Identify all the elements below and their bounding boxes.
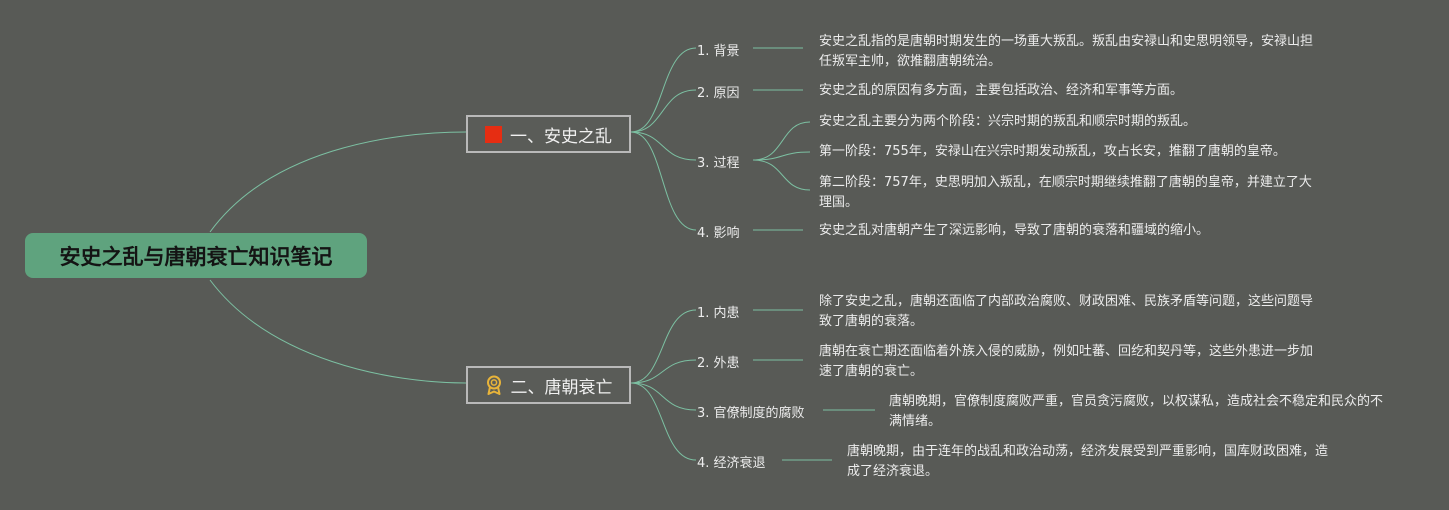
note-process-overview[interactable]: 安史之乱主要分为两个阶段：兴宗时期的叛乱和顺宗时期的叛乱。 <box>819 114 1197 129</box>
note-cause[interactable]: 安史之乱的原因有多方面，主要包括政治、经济和军事等方面。 <box>819 83 1184 98</box>
subtopic-background[interactable]: 1. 背景 <box>697 44 740 59</box>
red-flag-icon <box>485 125 502 143</box>
connector-b2-external <box>630 359 697 384</box>
connector-b1-process <box>630 131 697 161</box>
subtopic-bureaucratic-corruption[interactable]: 3. 官僚制度的腐败 <box>697 406 805 421</box>
note-internal-troubles[interactable]: 除了安史之乱，唐朝还面临了内部政治腐败、财政困难、民族矛盾等问题，这些问题导致了… <box>819 294 1314 329</box>
note-external-threats[interactable]: 唐朝在衰亡期还面临着外族入侵的威胁，例如吐蕃、回纥和契丹等，这些外患进一步加速了… <box>819 344 1314 379</box>
connector-b2-bureaucracy <box>630 382 697 411</box>
connector-process-note2 <box>752 151 811 161</box>
connector-root-branch1 <box>209 131 467 233</box>
connector-b1-background <box>630 47 697 133</box>
connector-process-note1 <box>752 121 811 161</box>
subtopic-external-threats[interactable]: 2. 外患 <box>697 356 740 371</box>
connector-b2-economy <box>630 382 697 461</box>
subtopic-process[interactable]: 3. 过程 <box>697 156 740 171</box>
note-process-stage1[interactable]: 第一阶段：755年，安禄山在兴宗时期发动叛乱，攻占长安，推翻了唐朝的皇帝。 <box>819 144 1286 159</box>
branch-tang-decline[interactable]: 二、唐朝衰亡 <box>466 366 631 404</box>
branch-an-shi-rebellion[interactable]: 一、安史之乱 <box>466 115 631 153</box>
connector-root-branch2 <box>209 279 467 384</box>
connector-process-note3 <box>752 159 811 191</box>
note-background[interactable]: 安史之乱指的是唐朝时期发生的一场重大叛乱。叛乱由安禄山和史思明领导，安禄山担任叛… <box>819 34 1314 69</box>
note-process-stage2[interactable]: 第二阶段：757年，史思明加入叛乱，在顺宗时期继续推翻了唐朝的皇帝，并建立了大理… <box>819 175 1312 210</box>
connector-b2-internal <box>630 309 697 384</box>
root-topic-label: 安史之乱与唐朝衰亡知识笔记 <box>59 244 333 269</box>
subtopic-cause[interactable]: 2. 原因 <box>697 86 740 101</box>
subtopic-economic-decline[interactable]: 4. 经济衰退 <box>697 456 766 471</box>
branch-label: 二、唐朝衰亡 <box>510 377 613 398</box>
subtopic-internal-troubles[interactable]: 1. 内患 <box>697 306 740 321</box>
note-bureaucratic-corruption[interactable]: 唐朝晚期，官僚制度腐败严重，官员贪污腐败，以权谋私，造成社会不稳定和民众的不满情… <box>889 394 1384 429</box>
connector-b1-cause <box>630 89 697 133</box>
note-impact[interactable]: 安史之乱对唐朝产生了深远影响，导致了唐朝的衰落和疆域的缩小。 <box>819 223 1210 238</box>
connector-b1-impact <box>630 131 697 231</box>
award-ribbon-icon <box>485 375 503 395</box>
branch-label: 一、安史之乱 <box>510 126 612 147</box>
root-topic[interactable]: 安史之乱与唐朝衰亡知识笔记 <box>25 233 367 278</box>
subtopic-impact[interactable]: 4. 影响 <box>697 226 740 241</box>
note-economic-decline[interactable]: 唐朝晚期，由于连年的战乱和政治动荡，经济发展受到严重影响，国库财政困难，造成了经… <box>847 444 1329 479</box>
